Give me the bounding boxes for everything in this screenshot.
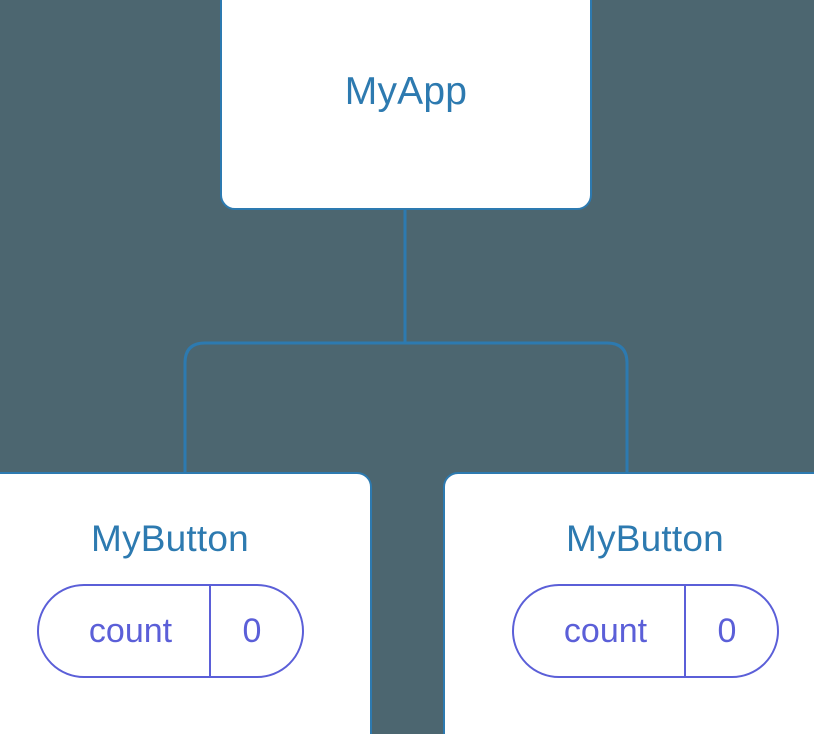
- state-pill-mybutton-1[interactable]: count 0: [511, 584, 779, 678]
- node-card-myapp[interactable]: MyApp: [220, 0, 592, 210]
- state-key-mybutton-0: count: [39, 586, 211, 676]
- state-pill-mybutton-0[interactable]: count 0: [36, 584, 304, 678]
- node-label-myapp: MyApp: [344, 69, 468, 113]
- node-card-mybutton-1[interactable]: MyButton count 0: [443, 472, 814, 734]
- state-key-mybutton-1: count: [514, 586, 686, 676]
- node-label-mybutton-0: MyButton: [91, 518, 249, 559]
- state-value-mybutton-1: 0: [717, 612, 737, 650]
- node-card-mybutton-0[interactable]: MyButton count 0: [0, 472, 372, 734]
- node-label-mybutton-1: MyButton: [566, 518, 724, 559]
- state-value-mybutton-0: 0: [242, 612, 262, 650]
- connector-children-bar: [183, 341, 629, 472]
